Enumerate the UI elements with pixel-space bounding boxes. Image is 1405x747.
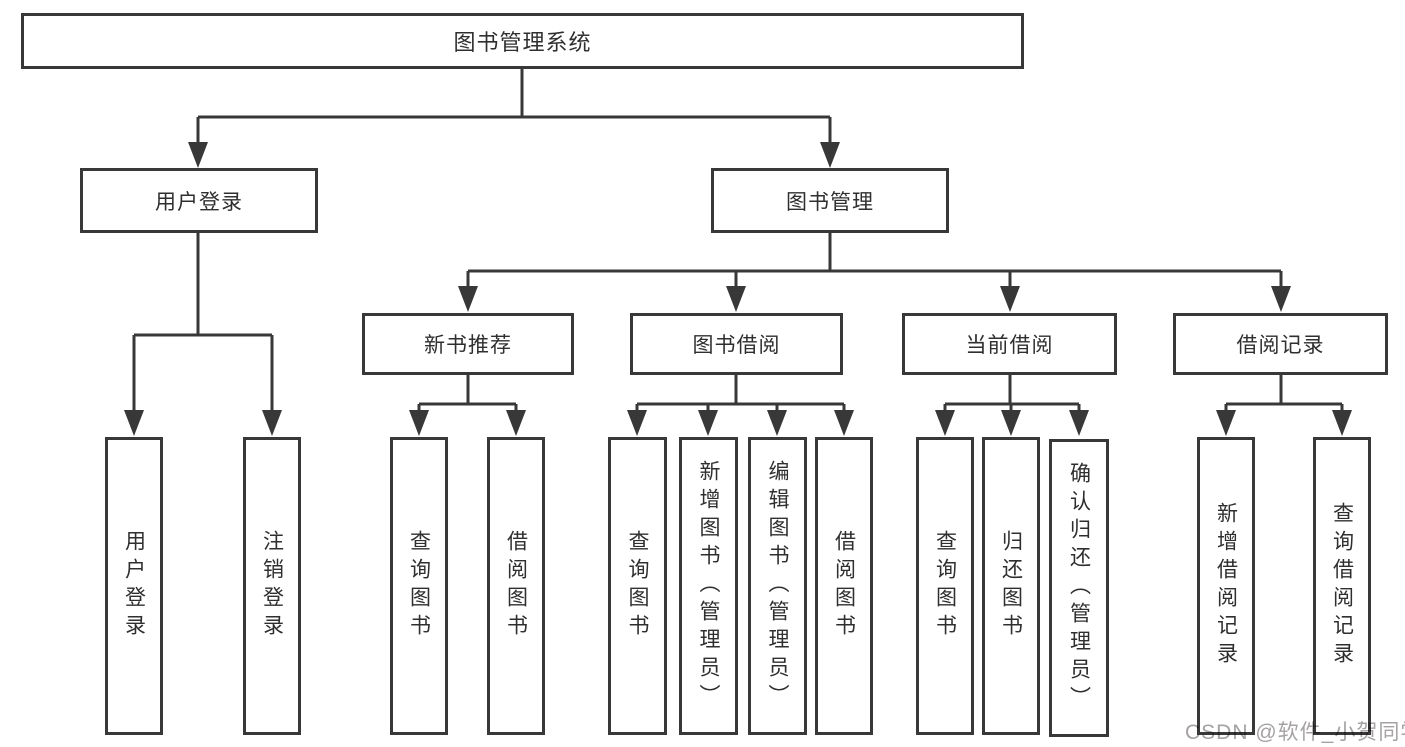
node-label: 编辑图书（管理员） — [766, 460, 789, 712]
node-leaf-query-books-borrow: 查询图书 — [608, 437, 667, 735]
csdn-watermark: CSDN @软件_小贺同学 — [1185, 721, 1405, 744]
node-label: 新增图书（管理员） — [697, 460, 720, 712]
node-leaf-add-borrow-record: 新增借阅记录 — [1197, 437, 1255, 735]
node-label: 图书管理 — [786, 190, 874, 214]
node-leaf-user-login: 用户登录 — [105, 437, 163, 735]
node-leaf-query-borrow-record: 查询借阅记录 — [1313, 437, 1371, 735]
node-label: 查询图书 — [626, 530, 649, 642]
node-leaf-query-books-current: 查询图书 — [916, 437, 974, 735]
node-label: 注销登录 — [260, 530, 284, 642]
node-leaf-return-books: 归还图书 — [982, 437, 1040, 735]
node-leaf-add-books-admin: 新增图书（管理员） — [679, 437, 738, 735]
node-book-borrowing: 图书借阅 — [630, 313, 843, 375]
node-borrowing-records: 借阅记录 — [1173, 313, 1388, 375]
node-leaf-confirm-return-admin: 确认归还（管理员） — [1049, 439, 1109, 737]
node-root-library-system: 图书管理系统 — [21, 13, 1024, 69]
node-label: 借阅图书 — [504, 530, 528, 642]
node-label: 查询图书 — [933, 530, 957, 642]
node-label: 查询借阅记录 — [1330, 502, 1354, 670]
node-leaf-query-books-recommend: 查询图书 — [390, 437, 448, 735]
node-label: 查询图书 — [407, 530, 431, 642]
node-label: 当前借阅 — [965, 334, 1054, 357]
node-label: 借阅记录 — [1236, 334, 1325, 357]
node-label: 用户登录 — [122, 530, 146, 642]
node-label: 借阅图书 — [832, 530, 856, 642]
node-leaf-logout: 注销登录 — [243, 437, 301, 735]
node-label: 归还图书 — [999, 530, 1023, 642]
node-leaf-borrow-books-recommend: 借阅图书 — [487, 437, 545, 735]
node-label: 新书推荐 — [424, 334, 512, 357]
node-user-login-branch: 用户登录 — [80, 168, 318, 233]
node-leaf-edit-books-admin: 编辑图书（管理员） — [748, 437, 807, 735]
node-book-management: 图书管理 — [711, 168, 949, 233]
node-current-borrowing: 当前借阅 — [902, 313, 1117, 375]
node-label: 新增借阅记录 — [1214, 502, 1238, 670]
node-label: 用户登录 — [155, 190, 243, 214]
node-new-book-recommend: 新书推荐 — [362, 313, 574, 375]
node-leaf-borrow-books: 借阅图书 — [815, 437, 873, 735]
node-label: 图书借阅 — [692, 334, 781, 357]
node-label: 图书管理系统 — [453, 30, 592, 55]
arrowheads — [124, 142, 1352, 436]
node-label: 确认归还（管理员） — [1067, 462, 1091, 714]
